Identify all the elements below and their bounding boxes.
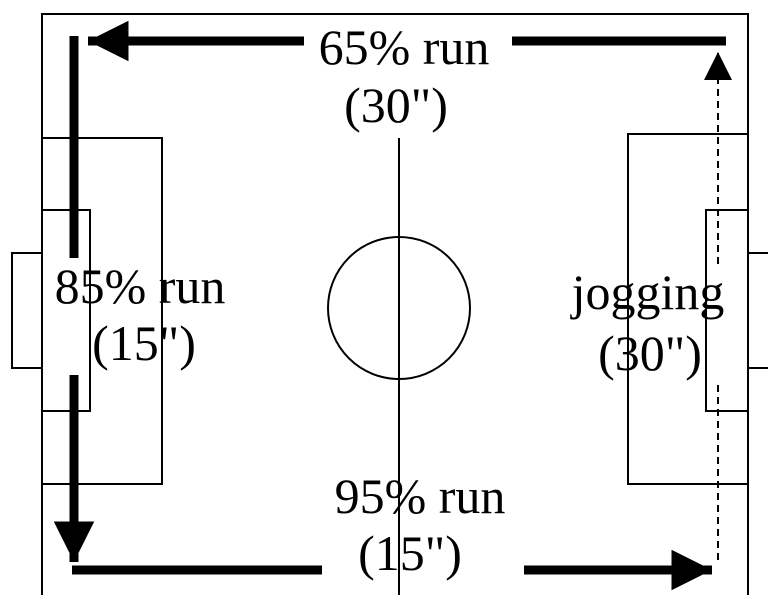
left-penalty-area [42,137,163,485]
right-goal-area [705,209,748,412]
bottom-label-duration: (15") [358,525,462,581]
right-label-duration: (30") [598,325,702,381]
center-circle [327,236,471,380]
right-penalty-area [627,133,748,485]
top-label-title: 65% run [319,19,490,75]
pitch-boundary [41,13,749,595]
left-label-duration: (15") [92,315,196,371]
right-label-title: jogging [570,264,725,320]
top-label-duration: (30") [344,77,448,133]
right-goal [748,252,768,369]
left-goal-area [42,209,91,412]
stage-labels: 65% run (30") 85% run (15") 95% run (15"… [55,19,725,581]
pitch-lines [11,13,768,595]
run-arrows [53,20,732,591]
left-label-title: 85% run [55,258,226,314]
bottom-label-title: 95% run [335,468,506,524]
left-goal [11,252,42,369]
